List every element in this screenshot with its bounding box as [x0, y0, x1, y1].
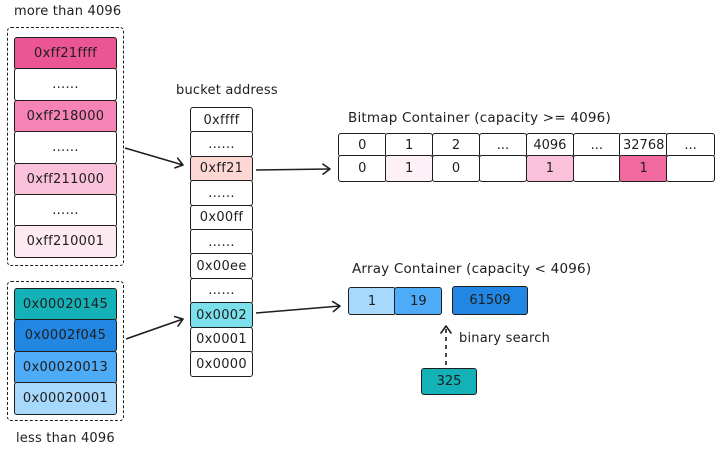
bitmap-value-row: 0 1 0 1 1: [338, 155, 715, 183]
bitmap-value-cell: [478, 155, 528, 183]
more-than-4096-label: more than 4096: [14, 4, 122, 19]
array-value-cell: 19: [394, 287, 443, 315]
bucket-cell: 0x0000: [190, 351, 253, 378]
ellipsis-cell: ......: [14, 68, 117, 102]
bucket-cell: 0x00ee: [190, 253, 253, 280]
bucket-address-label: bucket address: [176, 83, 278, 98]
bucket-cell: 0xffff: [190, 107, 253, 133]
binary-search-label: binary search: [459, 331, 551, 346]
high-value-cell: 0xff211000: [14, 162, 117, 196]
ellipsis-cell: ......: [190, 277, 253, 304]
array-found-cell: 61509: [452, 286, 528, 315]
bucket-cell-ff21-highlighted: 0xff21: [190, 155, 253, 182]
high-values-group: 0xff21ffff ...... 0xff218000 ...... 0xff…: [7, 27, 124, 266]
bitmap-value-cell: 0: [431, 155, 481, 183]
high-values-list: 0xff21ffff ...... 0xff218000 ...... 0xff…: [14, 37, 117, 259]
less-than-4096-label: less than 4096: [16, 431, 115, 446]
bitmap-value-cell: 1: [384, 155, 434, 183]
low-value-cell: 0x00020013: [14, 350, 117, 384]
low-values-list: 0x00020145 0x0002f045 0x00020013 0x00020…: [14, 288, 117, 416]
bitmap-header-cell: 0: [338, 133, 387, 157]
bitmap-header-cell: 2: [431, 133, 481, 157]
bitmap-header-row: 0 1 2 ... 4096 ... 32768 ...: [338, 133, 715, 157]
arrow-bucket-to-bitmap-container: [255, 163, 331, 175]
bitmap-container-title: Bitmap Container (capacity >= 4096): [348, 110, 611, 126]
bucket-cell: 0x0001: [190, 326, 253, 353]
bitmap-value-cell: 0: [338, 155, 387, 183]
bitmap-value-cell: 1: [619, 155, 668, 183]
ellipsis-cell: ......: [14, 194, 117, 228]
arrow-bucket-to-array-container: [255, 300, 341, 314]
low-values-group: 0x00020145 0x0002f045 0x00020013 0x00020…: [7, 281, 124, 421]
ellipsis-cell: ......: [190, 180, 253, 207]
low-value-cell: 0x00020145: [14, 288, 117, 321]
bucket-cell-0002-highlighted: 0x0002: [190, 302, 253, 329]
bitmap-header-cell: ...: [666, 133, 715, 157]
high-value-cell: 0xff210001: [14, 225, 117, 259]
bitmap-header-cell: ...: [478, 133, 528, 157]
ellipsis-cell: ......: [14, 131, 117, 165]
array-value-cell: 1: [348, 287, 396, 315]
ellipsis-cell: ......: [190, 131, 253, 158]
low-value-cell: 0x00020001: [14, 382, 117, 416]
array-container-cells: 1 19: [348, 287, 443, 315]
high-value-cell: 0xff218000: [14, 99, 117, 133]
bitmap-value-cell: [666, 155, 715, 183]
high-value-cell: 0xff21ffff: [14, 37, 117, 70]
bitmap-container-table: 0 1 2 ... 4096 ... 32768 ... 0 1 0 1 1: [338, 133, 715, 183]
bitmap-header-cell: 4096: [525, 133, 575, 157]
bucket-address-column: 0xffff ...... 0xff21 ...... 0x00ff .....…: [190, 107, 253, 378]
bitmap-value-cell: [572, 155, 622, 183]
low-value-cell: 0x0002f045: [14, 319, 117, 353]
bitmap-header-cell: 1: [384, 133, 434, 157]
bitmap-value-cell: 1: [525, 155, 575, 183]
arrow-high-values-to-bucket: [124, 147, 184, 169]
search-value-box: 325: [421, 368, 477, 395]
array-container-title: Array Container (capacity < 4096): [352, 261, 592, 277]
ellipsis-cell: ......: [190, 229, 253, 256]
bitmap-header-cell: ...: [572, 133, 622, 157]
bucket-cell: 0x00ff: [190, 204, 253, 231]
arrow-low-values-to-bucket: [125, 315, 184, 340]
bitmap-header-cell: 32768: [619, 133, 668, 157]
